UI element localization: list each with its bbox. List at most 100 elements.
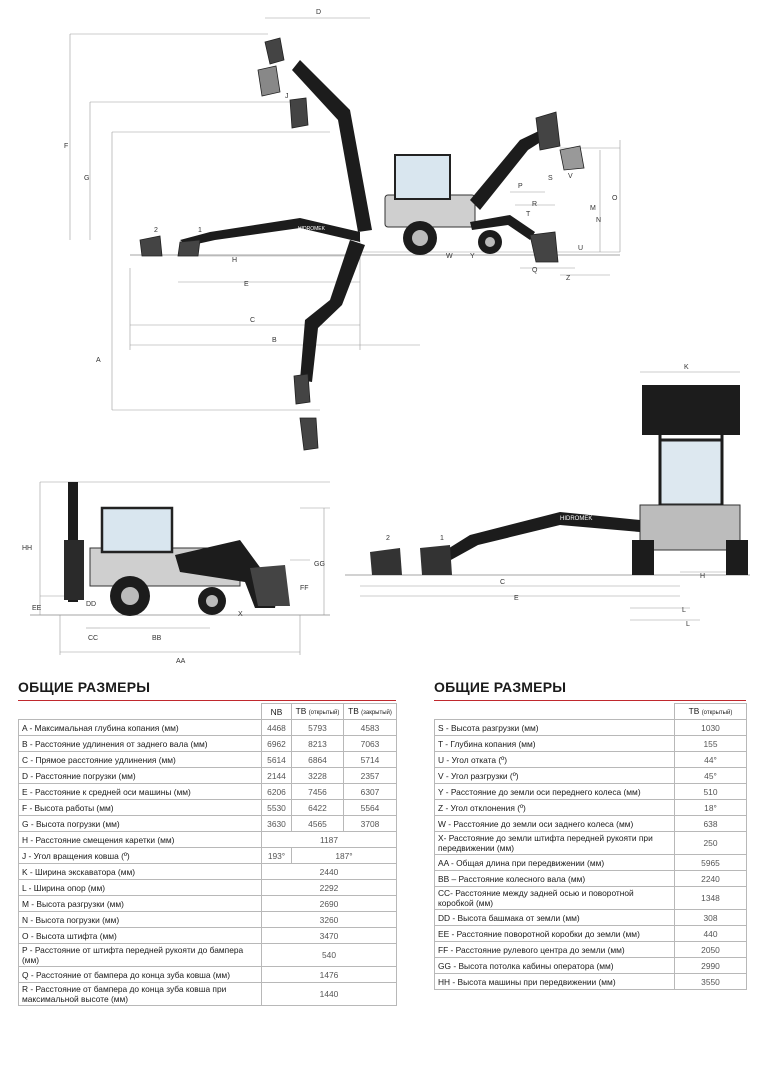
- table-row: Z - Угол отклонения (º)18°: [434, 799, 747, 816]
- row-label: AA - Общая длина при передвижении (мм): [434, 854, 675, 871]
- table-row: FF - Расстояние рулевого центра до земли…: [434, 941, 747, 958]
- row-label: L - Ширина опор (мм): [18, 879, 262, 896]
- row-label: P - Расстояние от штифта передней рукоят…: [18, 943, 262, 967]
- row-label: J - Угол вращения ковша (º): [18, 847, 262, 864]
- row-value-nb: 2144: [261, 767, 292, 784]
- dim-label: Q: [532, 267, 538, 274]
- row-label: CC- Расстояние между задней осью и повор…: [434, 886, 675, 910]
- row-value-tb-closed: 6307: [343, 783, 397, 800]
- dim-label: A: [96, 357, 101, 364]
- table-row: L - Ширина опор (мм)2292: [18, 879, 397, 896]
- row-value: 2292: [261, 879, 397, 896]
- row-value: 1030: [674, 719, 747, 736]
- row-label: S - Высота разгрузки (мм): [434, 719, 675, 736]
- dim-label: FF: [300, 585, 309, 592]
- table-row: J - Угол вращения ковша (º)193°187°: [18, 847, 397, 864]
- table-row: T - Глубина копания (мм)155: [434, 735, 747, 752]
- row-label: O - Высота штифта (мм): [18, 927, 262, 944]
- dim-label: L: [682, 607, 686, 614]
- table-row: BB – Расстояние колесного вала (мм)2240: [434, 870, 747, 887]
- row-label: Y - Расстояние до земли оси переднего ко…: [434, 783, 675, 800]
- table-row: X- Расстояние до земли штифта передней р…: [434, 831, 747, 855]
- row-value-tb-closed: 5564: [343, 799, 397, 816]
- row-value-nb: 193°: [261, 847, 292, 864]
- row-label: M - Высота разгрузки (мм): [18, 895, 262, 912]
- dim-label: R: [532, 201, 537, 208]
- row-label: FF - Расстояние рулевого центра до земли…: [434, 941, 675, 958]
- col-tb-closed: TB (закрытый): [343, 703, 397, 720]
- row-value-nb: 5614: [261, 751, 292, 768]
- table-row: GG - Высота потолка кабины оператора (мм…: [434, 957, 747, 974]
- row-value-tb-open: 5793: [291, 719, 344, 736]
- dim-label: U: [578, 245, 583, 252]
- row-label: GG - Высота потолка кабины оператора (мм…: [434, 957, 675, 974]
- left-section-title: ОБЩИЕ РАЗМЕРЫ: [18, 679, 151, 695]
- row-label: W - Расстояние до земли оси заднего коле…: [434, 815, 675, 832]
- row-label: E - Расстояние к средней оси машины (мм): [18, 783, 262, 800]
- row-label: Z - Угол отклонения (º): [434, 799, 675, 816]
- table-row: B - Расстояние удлинения от заднего вала…: [18, 735, 397, 752]
- dim-label: O: [612, 195, 618, 202]
- row-label: G - Высота погрузки (мм): [18, 815, 262, 832]
- row-label: V - Угол разгрузки (º): [434, 767, 675, 784]
- dim-label: CC: [88, 635, 98, 642]
- brand-decal: HIDROMEK: [298, 226, 326, 232]
- table-row: H - Расстояние смещения каретки (мм)1187: [18, 831, 397, 848]
- row-label: U - Угол отката (º): [434, 751, 675, 768]
- dim-label: Z: [566, 275, 571, 282]
- dim-label: J: [285, 93, 289, 100]
- table-row: EE - Расстояние поворотной коробки до зе…: [434, 925, 747, 942]
- row-value-nb: 5530: [261, 799, 292, 816]
- row-value: 540: [261, 943, 397, 967]
- dim-label: DD: [86, 601, 96, 608]
- table-header-row: TB (открытый): [434, 703, 747, 720]
- right-title-rule: [434, 700, 746, 701]
- row-value: 5965: [674, 854, 747, 871]
- row-value: 44°: [674, 751, 747, 768]
- dim-label: M: [590, 205, 596, 212]
- dim-label: C: [500, 579, 505, 586]
- row-value-tb: 187°: [291, 847, 397, 864]
- row-value-tb-open: 8213: [291, 735, 344, 752]
- row-value-tb-open: 6422: [291, 799, 344, 816]
- dim-label: 2: [154, 227, 158, 234]
- row-value-tb-open: 3228: [291, 767, 344, 784]
- row-value: 638: [674, 815, 747, 832]
- row-value: 2050: [674, 941, 747, 958]
- row-value-tb-open: 7456: [291, 783, 344, 800]
- table-row: K - Ширина экскаватора (мм)2440: [18, 863, 397, 880]
- dim-label: H: [232, 257, 237, 264]
- dim-label: H: [700, 573, 705, 580]
- left-spec-table: NB TB (открытый) TB (закрытый) A - Макси…: [18, 703, 397, 1006]
- table-row: DD - Высота башмака от земли (мм)308: [434, 909, 747, 926]
- row-value-tb-closed: 5714: [343, 751, 397, 768]
- brand-decal: HIDROMEK: [560, 516, 592, 522]
- row-value: 440: [674, 925, 747, 942]
- dim-label: EE: [32, 605, 42, 612]
- row-value: 510: [674, 783, 747, 800]
- row-value-tb-closed: 3708: [343, 815, 397, 832]
- row-label: D - Расстояние погрузки (мм): [18, 767, 262, 784]
- table-row: HH - Высота машины при передвижении (мм)…: [434, 973, 747, 990]
- table-row: S - Высота разгрузки (мм)1030: [434, 719, 747, 736]
- dim-label: P: [518, 183, 523, 190]
- dim-label: 1: [198, 227, 202, 234]
- table-row: M - Высота разгрузки (мм)2690: [18, 895, 397, 912]
- row-value: 45°: [674, 767, 747, 784]
- row-label: A - Максимальная глубина копания (мм): [18, 719, 262, 736]
- dim-label: N: [596, 217, 601, 224]
- dim-label: B: [272, 337, 277, 344]
- row-value: 155: [674, 735, 747, 752]
- row-value: 308: [674, 909, 747, 926]
- row-value: 2690: [261, 895, 397, 912]
- dim-label: 2: [386, 535, 390, 542]
- table-row: Q - Расстояние от бампера до конца зуба …: [18, 966, 397, 983]
- row-value-nb: 6206: [261, 783, 292, 800]
- row-value-tb-open: 4565: [291, 815, 344, 832]
- dim-label: W: [446, 253, 453, 260]
- table-row: R - Расстояние от бампера до конца зуба …: [18, 982, 397, 1006]
- table-row: V - Угол разгрузки (º)45°: [434, 767, 747, 784]
- row-label: X- Расстояние до земли штифта передней р…: [434, 831, 675, 855]
- row-value: 1440: [261, 982, 397, 1006]
